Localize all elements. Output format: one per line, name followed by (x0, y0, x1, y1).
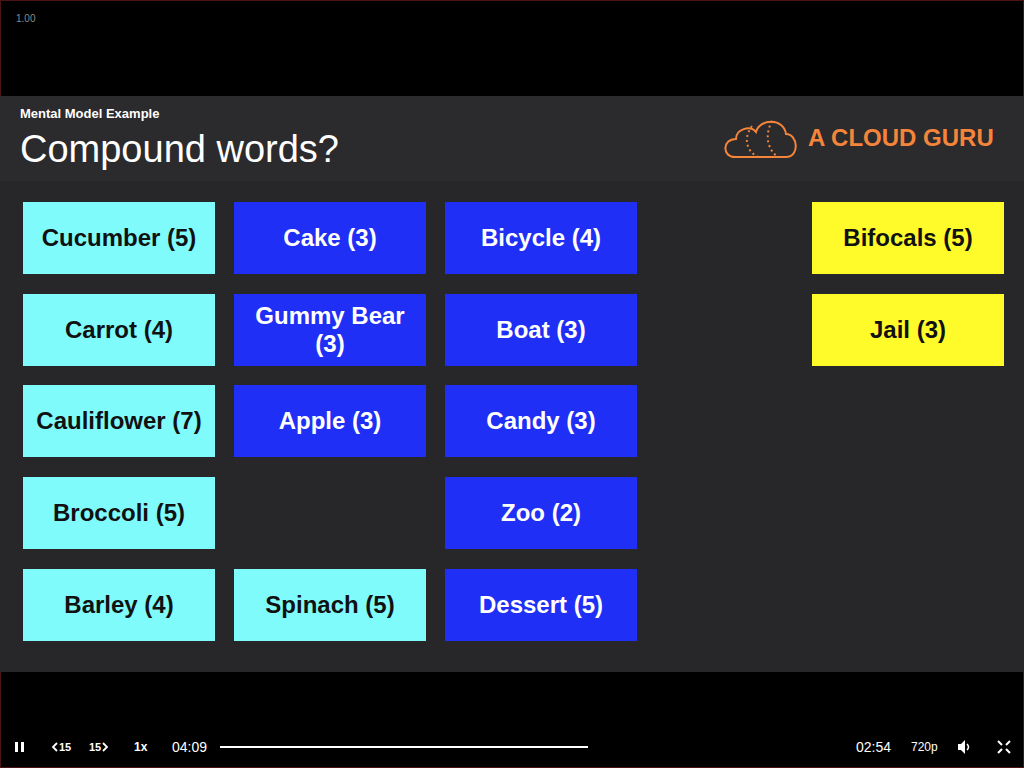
word-card: Cake (3) (234, 202, 426, 274)
word-label: Bifocals (5) (843, 224, 972, 252)
word-label: Zoo (2) (501, 499, 581, 527)
brand-logo-text: A CLOUD GURU (808, 124, 994, 152)
word-label: Candy (3) (486, 407, 595, 435)
volume-wave (967, 744, 969, 750)
forward-seconds: 15 (89, 741, 101, 753)
word-card: Bicycle (4) (445, 202, 637, 274)
progress-bar (220, 746, 588, 748)
word-card: Barley (4) (23, 569, 215, 641)
word-label: Gummy Bear (3) (250, 302, 410, 357)
word-label: Spinach (5) (265, 591, 394, 619)
word-card: Bifocals (5) (812, 202, 1004, 274)
word-card: Cucumber (5) (23, 202, 215, 274)
rewind-chevron (53, 743, 57, 751)
player-controls (15, 740, 1010, 754)
pause-icon (15, 742, 18, 752)
word-card: Broccoli (5) (23, 477, 215, 549)
fullscreen-icon (998, 741, 1010, 753)
pause-icon (21, 742, 24, 752)
word-card: Cauliflower (7) (23, 385, 215, 457)
slide-body (0, 181, 1024, 672)
slide-title: Compound words? (20, 128, 339, 171)
playback-rate-overlay: 1.00 (16, 13, 35, 24)
word-card: Gummy Bear (3) (234, 294, 426, 366)
volume-icon (958, 740, 965, 754)
word-card: Candy (3) (445, 385, 637, 457)
word-label: Cake (3) (283, 224, 376, 252)
word-label: Broccoli (5) (53, 499, 185, 527)
word-label: Boat (3) (496, 316, 585, 344)
remaining-time: 02:54 (856, 739, 891, 755)
slide-header-band (0, 96, 1024, 181)
rewind-seconds: 15 (59, 741, 71, 753)
speed-button: 1x (134, 740, 147, 754)
word-card: Zoo (2) (445, 477, 637, 549)
word-card: Spinach (5) (234, 569, 426, 641)
quality-setting: 720p (911, 740, 938, 754)
word-label: Cucumber (5) (42, 224, 197, 252)
word-label: Apple (3) (279, 407, 382, 435)
word-label: Carrot (4) (65, 316, 173, 344)
word-label: Dessert (5) (479, 591, 603, 619)
word-card: Apple (3) (234, 385, 426, 457)
word-label: Jail (3) (870, 316, 946, 344)
word-label: Barley (4) (64, 591, 173, 619)
word-card: Carrot (4) (23, 294, 215, 366)
elapsed-time: 04:09 (172, 739, 207, 755)
slide-subtitle: Mental Model Example (20, 106, 159, 121)
cloud-logo (725, 121, 795, 157)
word-label: Bicycle (4) (481, 224, 601, 252)
word-card: Jail (3) (812, 294, 1004, 366)
word-card: Dessert (5) (445, 569, 637, 641)
word-label: Cauliflower (7) (36, 407, 201, 435)
word-card: Boat (3) (445, 294, 637, 366)
forward-chevron (103, 743, 107, 751)
